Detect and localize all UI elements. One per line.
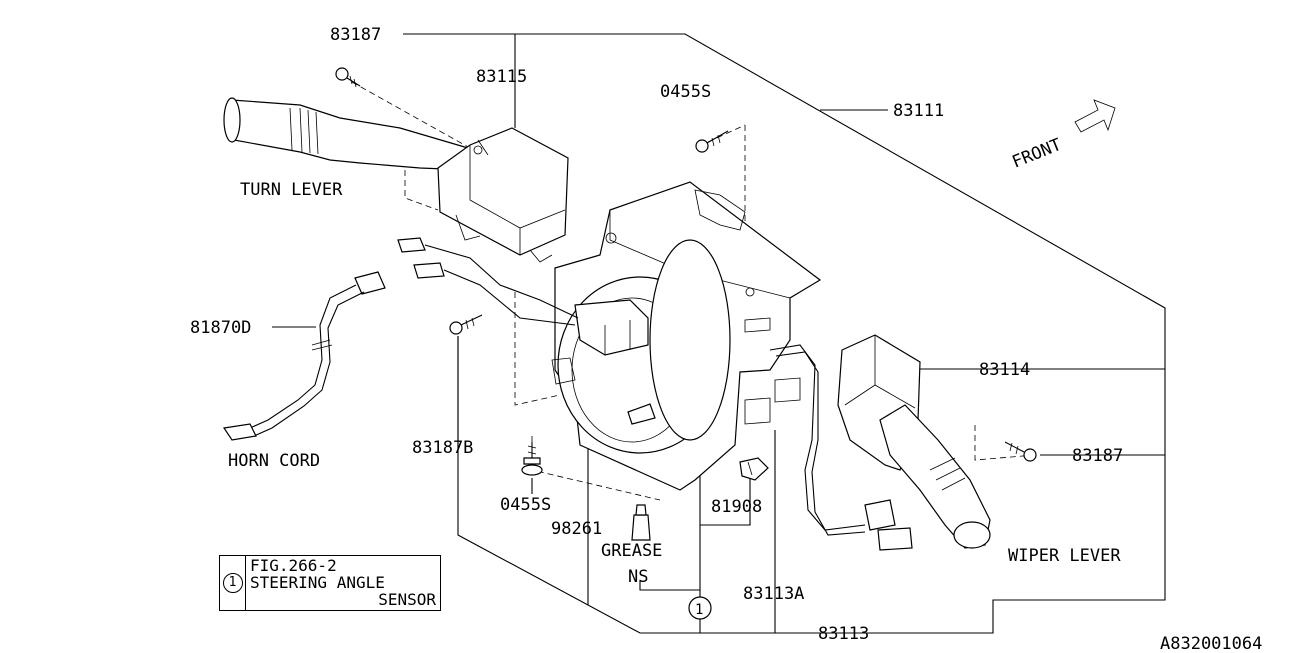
- reference-number-cell: 1: [220, 556, 246, 610]
- clip-81908: [739, 457, 769, 481]
- reference-title: STEERING ANGLE: [250, 573, 385, 592]
- label-83187b: 83187B: [412, 438, 473, 458]
- label-83113a: 83113A: [743, 584, 804, 604]
- label-wiper-lever: WIPER LEVER: [1008, 546, 1121, 566]
- label-ns: NS: [628, 567, 648, 587]
- label-horn-cord: HORN CORD: [228, 451, 320, 471]
- label-front: FRONT: [1009, 135, 1064, 173]
- label-83113: 83113: [818, 624, 869, 644]
- harness-wires: [397, 237, 913, 551]
- screw-83187-top: [335, 67, 361, 88]
- label-turn-lever: TURN LEVER: [240, 180, 343, 200]
- reference-text: FIG.266-2 STEERING ANGLE SENSOR: [250, 557, 436, 608]
- wiper-lever-assembly: [837, 334, 991, 549]
- label-81870d: 81870D: [190, 318, 251, 338]
- reference-number: 1: [222, 573, 243, 593]
- label-81908: 81908: [711, 497, 762, 517]
- callout-circle: 1: [688, 596, 712, 620]
- front-arrow-icon: [1074, 99, 1116, 133]
- screw-83187-right: [1004, 441, 1037, 462]
- label-0455s-bottom: 0455S: [500, 495, 551, 515]
- reference-subtitle: SENSOR: [378, 590, 436, 609]
- label-grease: GREASE: [601, 541, 662, 561]
- drawing-id: A832001064: [1160, 634, 1262, 653]
- label-83187-right: 83187: [1072, 446, 1123, 466]
- label-98261: 98261: [551, 519, 602, 539]
- grease-tube: [631, 504, 651, 541]
- leader-lines: [272, 33, 1166, 634]
- turn-lever-assembly: [223, 97, 569, 263]
- reference-fig: FIG.266-2: [250, 556, 337, 575]
- screw-0455s-top: [695, 130, 729, 153]
- horn-cord: [222, 271, 386, 441]
- label-83187-top: 83187: [330, 25, 381, 45]
- reference-box: 1 FIG.266-2 STEERING ANGLE SENSOR: [219, 555, 441, 611]
- label-83111: 83111: [893, 101, 944, 121]
- callout-number: 1: [695, 602, 703, 618]
- screw-0455s-bottom: [521, 442, 543, 476]
- label-83114: 83114: [979, 360, 1030, 380]
- screw-83187b: [449, 314, 483, 335]
- label-83115: 83115: [476, 67, 527, 87]
- combination-switch-housing: [551, 181, 822, 491]
- label-0455s-top: 0455S: [660, 82, 711, 102]
